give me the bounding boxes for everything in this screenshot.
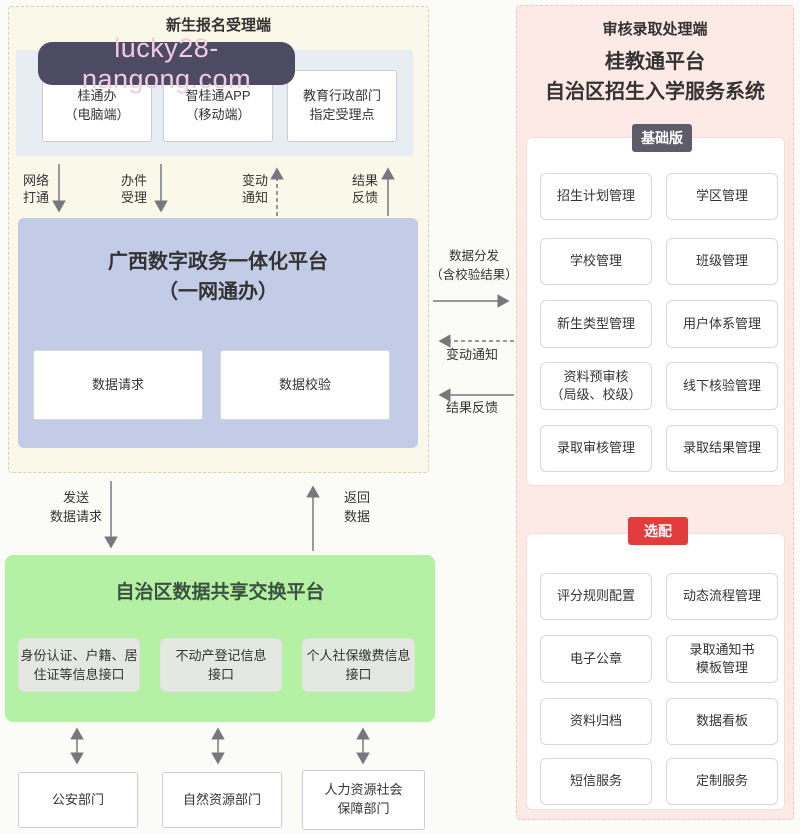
opt-item-dynamic-flow: 动态流程管理 bbox=[666, 573, 778, 620]
flow-label-acceptance: 办件 受理 bbox=[120, 173, 147, 205]
admission-panel-title: 审核录取处理端 bbox=[602, 20, 708, 38]
opt-item-notice-template: 录取通知书 模板管理 bbox=[666, 635, 778, 683]
data-exchange-title: 自治区数据共享交换平台 bbox=[115, 581, 325, 603]
channel-box-edu-admin-point: 教育行政部门 指定受理点 bbox=[287, 70, 397, 142]
link-label-send-request: 发送 数据请求 bbox=[49, 489, 102, 525]
link-label-data-dispatch: 数据分发 （含校验结果） bbox=[430, 249, 518, 282]
basic-item-admission-result: 录取结果管理 bbox=[666, 425, 778, 472]
basic-item-material-review: 资料预审核 （局级、校级） bbox=[540, 362, 652, 410]
opt-item-custom-service: 定制服务 bbox=[666, 758, 778, 805]
basic-item-school-district: 学区管理 bbox=[666, 173, 778, 220]
link-label-change-notice: 变动通知 bbox=[445, 347, 498, 363]
dept-natural-resources: 自然资源部门 bbox=[162, 772, 282, 828]
opt-item-sms: 短信服务 bbox=[540, 758, 652, 805]
dept-human-resources: 人力资源社会 保障部门 bbox=[302, 770, 425, 830]
basic-item-admission-review: 录取审核管理 bbox=[540, 425, 652, 472]
basic-item-class-mgmt: 班级管理 bbox=[666, 238, 778, 285]
interface-realestate: 不动产登记信息 接口 bbox=[160, 638, 282, 692]
admission-platform-name: 桂教通平台 bbox=[605, 50, 705, 73]
dept-public-security: 公安部门 bbox=[18, 772, 138, 828]
module-data-request: 数据请求 bbox=[33, 350, 203, 420]
opt-item-archive: 资料归档 bbox=[540, 698, 652, 745]
interface-identity: 身份认证、户籍、居 住证等信息接口 bbox=[18, 638, 140, 692]
basic-item-student-type: 新生类型管理 bbox=[540, 300, 652, 348]
gov-platform-title: 广西数字政务一体化平台 （一网通办） bbox=[108, 251, 328, 303]
flow-label-change-notice: 变动 通知 bbox=[241, 173, 268, 205]
flow-label-result-feedback: 结果 反馈 bbox=[351, 173, 378, 205]
opt-item-eseal: 电子公章 bbox=[540, 635, 652, 683]
basic-edition-badge: 基础版 bbox=[632, 124, 692, 152]
optional-badge: 选配 bbox=[628, 517, 688, 545]
flow-label-network: 网络 打通 bbox=[22, 173, 49, 205]
watermark-pill: lucky28-nangong.com bbox=[38, 33, 295, 94]
basic-item-school-mgmt: 学校管理 bbox=[540, 238, 652, 285]
link-label-result-feedback: 结果反馈 bbox=[445, 400, 498, 416]
module-data-validation: 数据校验 bbox=[220, 350, 390, 420]
basic-item-user-system: 用户体系管理 bbox=[666, 300, 778, 348]
admission-system-name: 自治区招生入学服务系统 bbox=[545, 80, 765, 103]
registration-panel-title: 新生报名受理端 bbox=[165, 16, 271, 34]
basic-item-enrollment-plan: 招生计划管理 bbox=[540, 173, 652, 220]
basic-item-offline-verify: 线下核验管理 bbox=[666, 362, 778, 410]
opt-item-scoring-rules: 评分规则配置 bbox=[540, 573, 652, 620]
opt-item-dashboard: 数据看板 bbox=[666, 698, 778, 745]
interface-social-insurance: 个人社保缴费信息 接口 bbox=[302, 638, 415, 692]
link-label-return-data: 返回 数据 bbox=[343, 489, 370, 525]
